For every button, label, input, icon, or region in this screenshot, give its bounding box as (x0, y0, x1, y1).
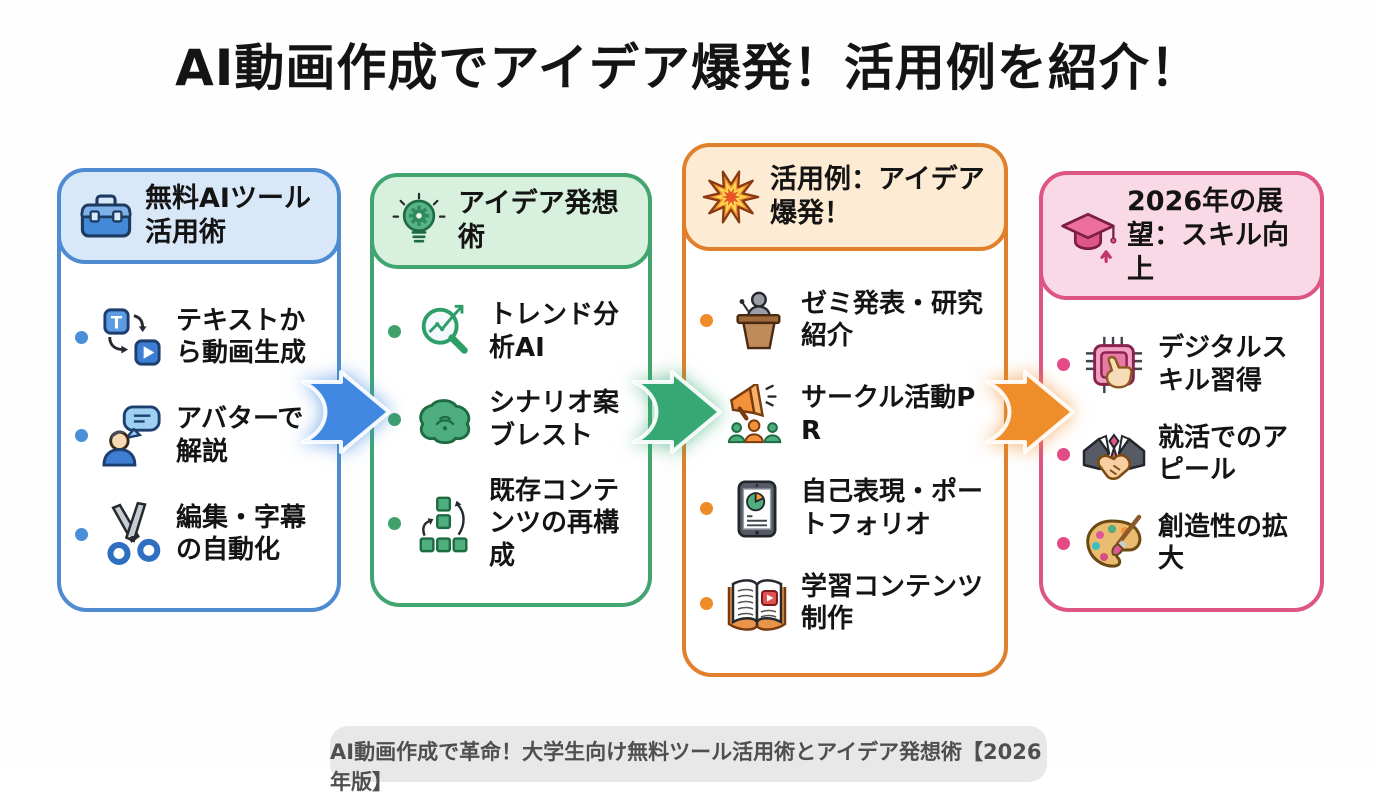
bullet-dot (388, 517, 401, 530)
column-body: ゼミ発表・研究紹介 (686, 251, 1004, 674)
briefcase-icon (77, 190, 135, 242)
item-label: 就活でのアピール (1158, 422, 1289, 486)
item-label: アバターで解説 (176, 404, 304, 467)
list-item: 自己表現・ポートフォリオ (700, 476, 990, 541)
footer-banner: AI動画作成で革命！大学生向け無料ツール活用術とアイデア発想術【2026年版】 (330, 726, 1047, 794)
chip-hand-icon (1078, 334, 1150, 396)
item-label: 編集・字幕の自動化 (176, 502, 307, 566)
item-label: トレンド分析AI (489, 300, 620, 363)
lightbulb-gear-icon (390, 191, 448, 251)
podium-icon (721, 289, 793, 351)
bullet-dot (75, 330, 88, 344)
column-title: 活用例：アイデア爆発！ (770, 164, 985, 229)
item-label: 創造性の拡大 (1158, 511, 1289, 575)
flow-arrow-3 (985, 370, 1075, 454)
column-body: デジタルスキル習得 就活でのアピール (1043, 300, 1320, 608)
graduation-cap-icon (1059, 208, 1117, 264)
list-item: デジタルスキル習得 (1057, 332, 1306, 397)
column-title: アイデア発想術 (458, 188, 619, 253)
bullet-dot (1057, 447, 1070, 461)
list-item: 就活でのアピール (1057, 422, 1306, 487)
svg-text:T: T (111, 314, 123, 333)
bullet-dot (1057, 536, 1070, 550)
list-item: T テキストから動画生成 (75, 305, 323, 370)
column-idea-generation: アイデア発想術 トレンド分析AI (370, 173, 652, 607)
column-header: アイデア発想術 (370, 173, 652, 269)
column-free-ai-tools: 無料AIツール活用術 T テキストから動画生成 (57, 168, 341, 612)
list-item: 学習コンテンツ制作 (700, 571, 990, 636)
item-label: デジタルスキル習得 (1158, 333, 1288, 396)
scissors-icon (96, 502, 168, 566)
bullet-dot (700, 502, 713, 516)
column-header: 2026年の展望：スキル向上 (1039, 171, 1324, 301)
book-play-icon (721, 574, 793, 632)
blocks-restructure-icon (409, 493, 481, 555)
palette-icon (1078, 513, 1150, 573)
burst-icon (702, 166, 760, 228)
list-item: トレンド分析AI (388, 299, 634, 364)
bullet-dot (388, 325, 401, 339)
bullet-dot (75, 429, 88, 443)
bullet-dot (700, 596, 713, 610)
infographic-page: AI動画作成でアイデア爆発！活用例を紹介！ 無料AIツール活用術 (57, 39, 1324, 794)
item-label: ゼミ発表・研究紹介 (801, 288, 984, 352)
column-header: 活用例：アイデア爆発！ (682, 143, 1008, 251)
item-label: サークル活動PR (801, 383, 976, 446)
column-body: T テキストから動画生成 (61, 264, 337, 609)
text-to-video-icon: T (96, 306, 168, 368)
list-item: 既存コンテンツの再構成 (388, 475, 634, 573)
list-item: サークル活動PR (700, 382, 990, 447)
item-label: 学習コンテンツ制作 (801, 571, 984, 635)
tablet-chart-icon (721, 478, 793, 540)
list-item: シナリオ案ブレスト (388, 387, 634, 452)
item-label: テキストから動画生成 (176, 305, 307, 369)
column-2026-outlook: 2026年の展望：スキル向上 (1039, 171, 1324, 612)
handshake-icon (1078, 425, 1150, 483)
flow-arrow-2 (632, 370, 722, 454)
megaphone-people-icon (721, 383, 793, 446)
list-item: ゼミ発表・研究紹介 (700, 288, 990, 353)
bullet-dot (75, 527, 88, 541)
bullet-dot (1057, 358, 1070, 372)
column-title: 無料AIツール活用術 (145, 183, 311, 248)
item-label: 既存コンテンツの再構成 (489, 475, 620, 571)
column-title: 2026年の展望：スキル向上 (1127, 186, 1289, 285)
item-label: シナリオ案ブレスト (489, 388, 620, 451)
brain-icon (409, 391, 481, 449)
column-header: 無料AIツール活用術 (57, 168, 341, 264)
bullet-dot (388, 413, 401, 426)
page-title: AI動画作成でアイデア爆発！活用例を紹介！ (175, 39, 1201, 97)
avatar-speech-icon (96, 405, 168, 467)
trend-magnifier-icon (409, 301, 481, 363)
list-item: 創造性の拡大 (1057, 511, 1306, 576)
footer-text: AI動画作成で革命！大学生向け無料ツール活用術とアイデア発想術【2026年版】 (330, 740, 1042, 794)
list-item: アバターで解説 (75, 403, 323, 468)
bullet-dot (700, 313, 713, 327)
item-label: 自己表現・ポートフォリオ (801, 477, 984, 540)
flow-arrow-1 (301, 370, 391, 454)
column-use-cases: 活用例：アイデア爆発！ ゼミ発表・研究紹介 (682, 143, 1008, 677)
column-body: トレンド分析AI シナリオ案ブレスト (374, 269, 648, 604)
list-item: 編集・字幕の自動化 (75, 502, 323, 567)
